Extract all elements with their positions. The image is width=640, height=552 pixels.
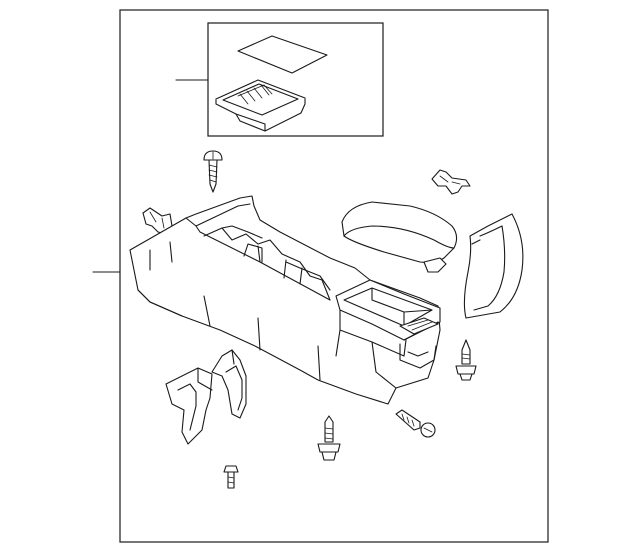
retaining-screw xyxy=(395,409,436,438)
armrest-lid xyxy=(341,201,458,273)
small-bolt xyxy=(223,465,239,489)
storage-tray-insert xyxy=(215,79,306,132)
tapping-screw xyxy=(203,150,223,193)
rear-mounting-brackets xyxy=(165,349,247,445)
upper-clip-bracket xyxy=(431,169,471,195)
inset-box xyxy=(207,22,384,137)
stud-bolt xyxy=(455,339,477,381)
end-trim-panel xyxy=(463,213,524,319)
storage-mat-pad xyxy=(237,35,328,74)
flange-bolt xyxy=(317,415,341,461)
console-assembly xyxy=(129,195,441,405)
